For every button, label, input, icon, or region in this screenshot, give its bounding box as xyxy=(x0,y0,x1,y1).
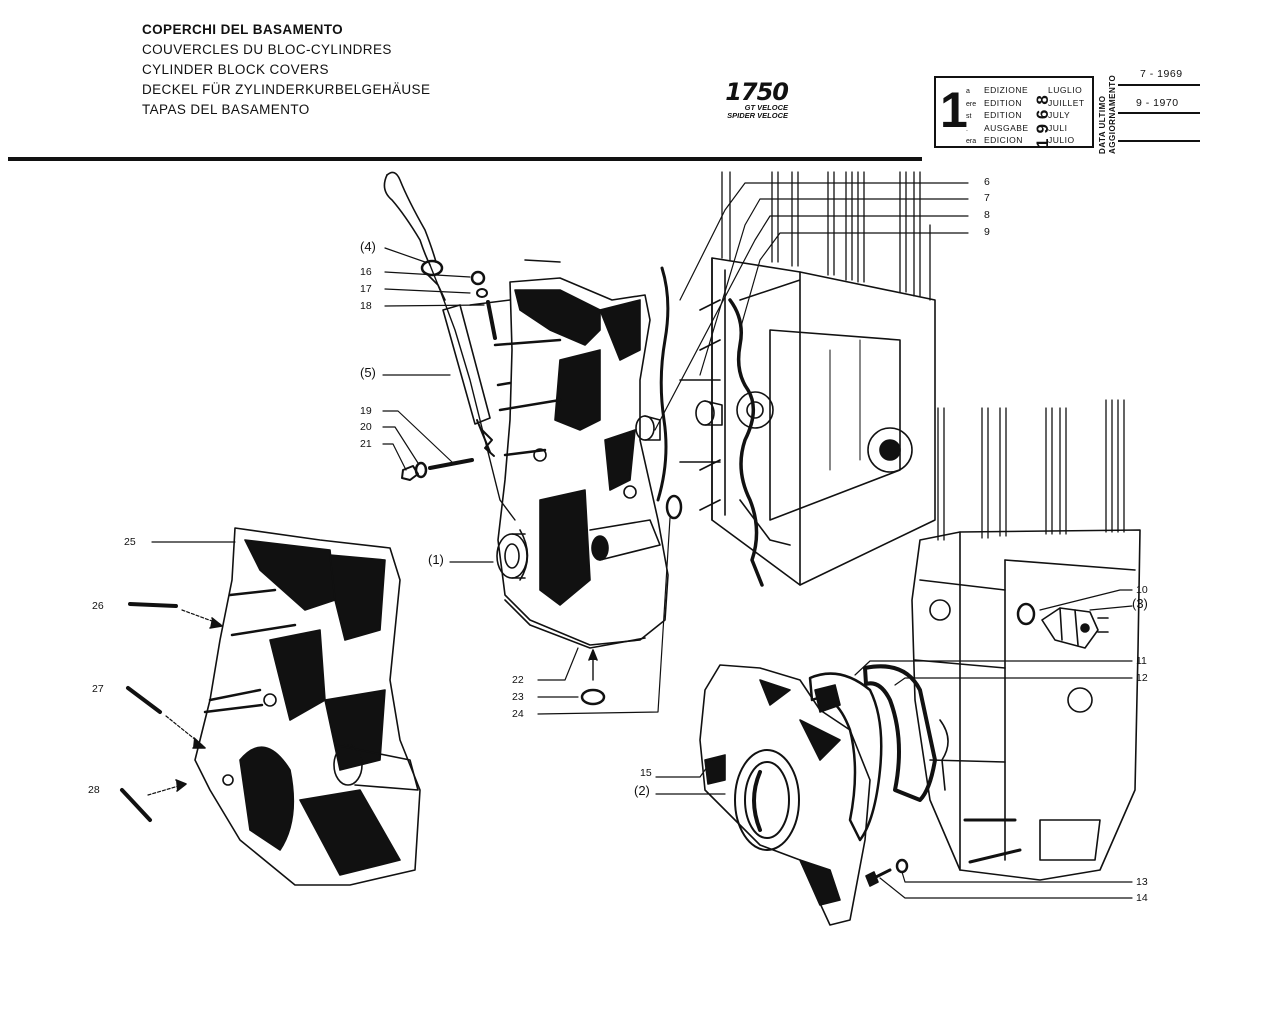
callout-16: 16 xyxy=(360,266,372,278)
callout-1: (1) xyxy=(428,552,444,567)
callout-22: 22 xyxy=(512,674,524,686)
lower-block-studs xyxy=(937,399,1125,541)
title-english: CYLINDER BLOCK COVERS xyxy=(142,62,329,77)
update-date-2: 9 - 1970 xyxy=(1136,97,1179,109)
gasket-8 xyxy=(728,298,764,587)
callout-19: 19 xyxy=(360,405,372,417)
sup-it: a xyxy=(966,88,970,95)
callout-24: 24 xyxy=(512,708,524,720)
edition-it: EDIZIONE xyxy=(984,85,1029,95)
callout-27: 27 xyxy=(92,683,104,695)
edition-fr: EDITION xyxy=(984,97,1022,108)
leader-lines xyxy=(151,182,1133,899)
seal-ring-24 xyxy=(665,494,683,520)
edition-en: EDITION xyxy=(984,110,1022,120)
edition-box: 1 a ere st . era EDIZIONE EDITION EDITIO… xyxy=(934,76,1094,148)
model-sub-1: GT VELOCE xyxy=(744,103,788,112)
cylinder-block-lower xyxy=(911,529,1141,881)
bush-parts xyxy=(635,400,723,441)
dipstick-tube xyxy=(442,304,495,457)
callout-6: 6 xyxy=(984,176,990,188)
callout-23: 23 xyxy=(512,691,524,703)
month-de: JULI xyxy=(1048,122,1068,133)
title-french: COUVERCLES DU BLOC-CYLINDRES xyxy=(142,42,392,57)
gasket-11 xyxy=(808,672,883,842)
upper-block-studs xyxy=(721,171,931,301)
callout-2: (2) xyxy=(634,783,650,798)
callout-11: 11 xyxy=(1136,655,1147,667)
title-block: COPERCHI DEL BASAMENTO COUVERCLES DU BLO… xyxy=(142,20,430,120)
header-rule xyxy=(8,157,922,161)
callout-8: 8 xyxy=(984,209,990,221)
edition-number: 1 xyxy=(940,82,968,138)
title-spanish: TAPAS DEL BASAMENTO xyxy=(142,102,310,117)
sup-de: . xyxy=(966,125,968,133)
edition-es: EDICION xyxy=(984,135,1023,145)
callout-21: 21 xyxy=(360,438,372,450)
edition-words: EDIZIONE EDITION EDITION AUSGABE EDICION xyxy=(984,84,1029,147)
cylinder-block-upper xyxy=(679,257,936,586)
callout-9: 9 xyxy=(984,226,990,238)
arrow-head-23 xyxy=(588,649,598,661)
washer-23 xyxy=(580,688,606,706)
callout-12: 12 xyxy=(1136,672,1148,684)
sup-es: era xyxy=(966,138,977,145)
stud-19-washer-nut xyxy=(401,458,474,481)
callout-4: (4) xyxy=(360,239,376,254)
timing-cover-front xyxy=(469,259,669,649)
dipstick xyxy=(383,171,516,521)
month-fr: JUILLET xyxy=(1048,97,1085,108)
update-date-1: 7 - 1969 xyxy=(1140,68,1183,80)
edition-de: AUSGABE xyxy=(984,122,1029,133)
callout-5: (5) xyxy=(360,365,376,380)
model-badge: 1750 GT VELOCE SPIDER VELOCE xyxy=(706,78,789,120)
rear-cover-15 xyxy=(699,664,871,926)
callout-18: 18 xyxy=(360,300,372,312)
month-en: JULY xyxy=(1048,110,1071,120)
callout-7: 7 xyxy=(984,192,990,204)
callout-15: 15 xyxy=(640,767,652,779)
studs-26-27-28 xyxy=(120,602,223,822)
update-line-2 xyxy=(1118,112,1200,114)
callout-17: 17 xyxy=(360,283,372,295)
bolt-14-washer-13 xyxy=(865,858,909,887)
month-es: JULIO xyxy=(1048,135,1075,145)
sup-fr: ere xyxy=(966,100,977,108)
edition-superscripts: a ere st . era xyxy=(966,86,976,149)
callout-13: 13 xyxy=(1136,876,1148,888)
model-number: 1750 xyxy=(725,78,789,106)
gasket-6 xyxy=(656,266,670,502)
edition-months: LUGLIO JUILLET JULY JULI JULIO xyxy=(1048,84,1085,147)
month-it: LUGLIO xyxy=(1048,85,1083,95)
callout-10: 10 xyxy=(1136,584,1148,596)
update-line-1 xyxy=(1118,84,1200,86)
callout-3: (3) xyxy=(1132,596,1148,611)
timing-cover-alt xyxy=(194,527,421,886)
title-italian: COPERCHI DEL BASAMENTO xyxy=(142,22,344,37)
gasket-11-fill xyxy=(814,684,841,713)
title-german: DECKEL FÜR ZYLINDERKURBELGEHÄUSE xyxy=(142,82,431,97)
callout-28: 28 xyxy=(88,784,100,796)
callout-25: 25 xyxy=(124,536,136,548)
oil-pressure-sender xyxy=(1016,602,1109,649)
callout-26: 26 xyxy=(92,600,104,612)
update-line-3 xyxy=(1118,140,1200,142)
callout-20: 20 xyxy=(360,421,372,433)
callout-14: 14 xyxy=(1136,892,1148,904)
gasket-12 xyxy=(863,664,937,802)
sup-en: st xyxy=(966,113,972,120)
rear-oil-seal-2 xyxy=(734,749,800,851)
model-sub-2: SPIDER VELOCE xyxy=(727,111,788,120)
